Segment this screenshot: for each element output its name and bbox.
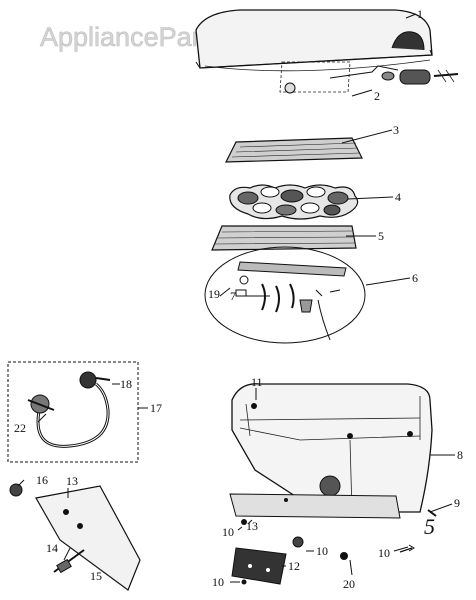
control-panel-drawing — [9, 483, 141, 591]
leader-lines — [17, 13, 455, 583]
callout-13-panel: 13 — [66, 474, 78, 488]
callout-11: 11 — [251, 375, 263, 389]
callout-10-bottom: 10 — [212, 575, 224, 589]
callout-9: 9 — [454, 496, 460, 510]
callout-3: 3 — [393, 123, 399, 137]
callout-14: 14 — [46, 541, 58, 555]
arrow-head-icon — [408, 544, 415, 552]
hardware-parts-drawing — [241, 498, 437, 585]
callout-2: 2 — [374, 89, 380, 103]
cooking-grid-drawing — [225, 137, 363, 163]
callout-15: 15 — [90, 569, 102, 583]
firebox-drawing — [229, 383, 433, 519]
callout-1: 1 — [417, 7, 423, 21]
callout-8: 8 — [457, 448, 463, 462]
callout-5: 5 — [378, 229, 384, 243]
callout-numbers: 1 2 3 4 5 6 7 8 9 10 10 10 10 11 12 13 1… — [14, 7, 463, 591]
rock-grate-drawing — [211, 225, 357, 251]
callout-10-right: 10 — [378, 546, 390, 560]
callout-10-left: 10 — [222, 525, 234, 539]
callout-18: 18 — [120, 377, 132, 391]
callout-19: 19 — [208, 287, 220, 301]
callout-13-firebox: 13 — [246, 519, 258, 533]
lid-drawing — [195, 9, 433, 72]
bracket-plate-drawing — [231, 547, 287, 585]
regulator-hose-drawing — [7, 361, 139, 463]
callout-7: 7 — [230, 289, 236, 303]
handwritten-note: 5 — [424, 514, 435, 539]
handle-assembly-drawing — [279, 61, 459, 94]
lava-rocks-drawing — [229, 184, 359, 220]
callout-20: 20 — [343, 577, 355, 591]
callout-22: 22 — [14, 421, 26, 435]
callout-16: 16 — [36, 473, 48, 487]
callout-12: 12 — [288, 559, 300, 573]
callout-17: 17 — [150, 401, 162, 415]
callout-6: 6 — [412, 271, 418, 285]
burner-assembly-drawing — [204, 246, 366, 344]
callout-4: 4 — [395, 190, 401, 204]
callout-10-middle: 10 — [316, 544, 328, 558]
arrow-callout-10 — [399, 547, 413, 553]
